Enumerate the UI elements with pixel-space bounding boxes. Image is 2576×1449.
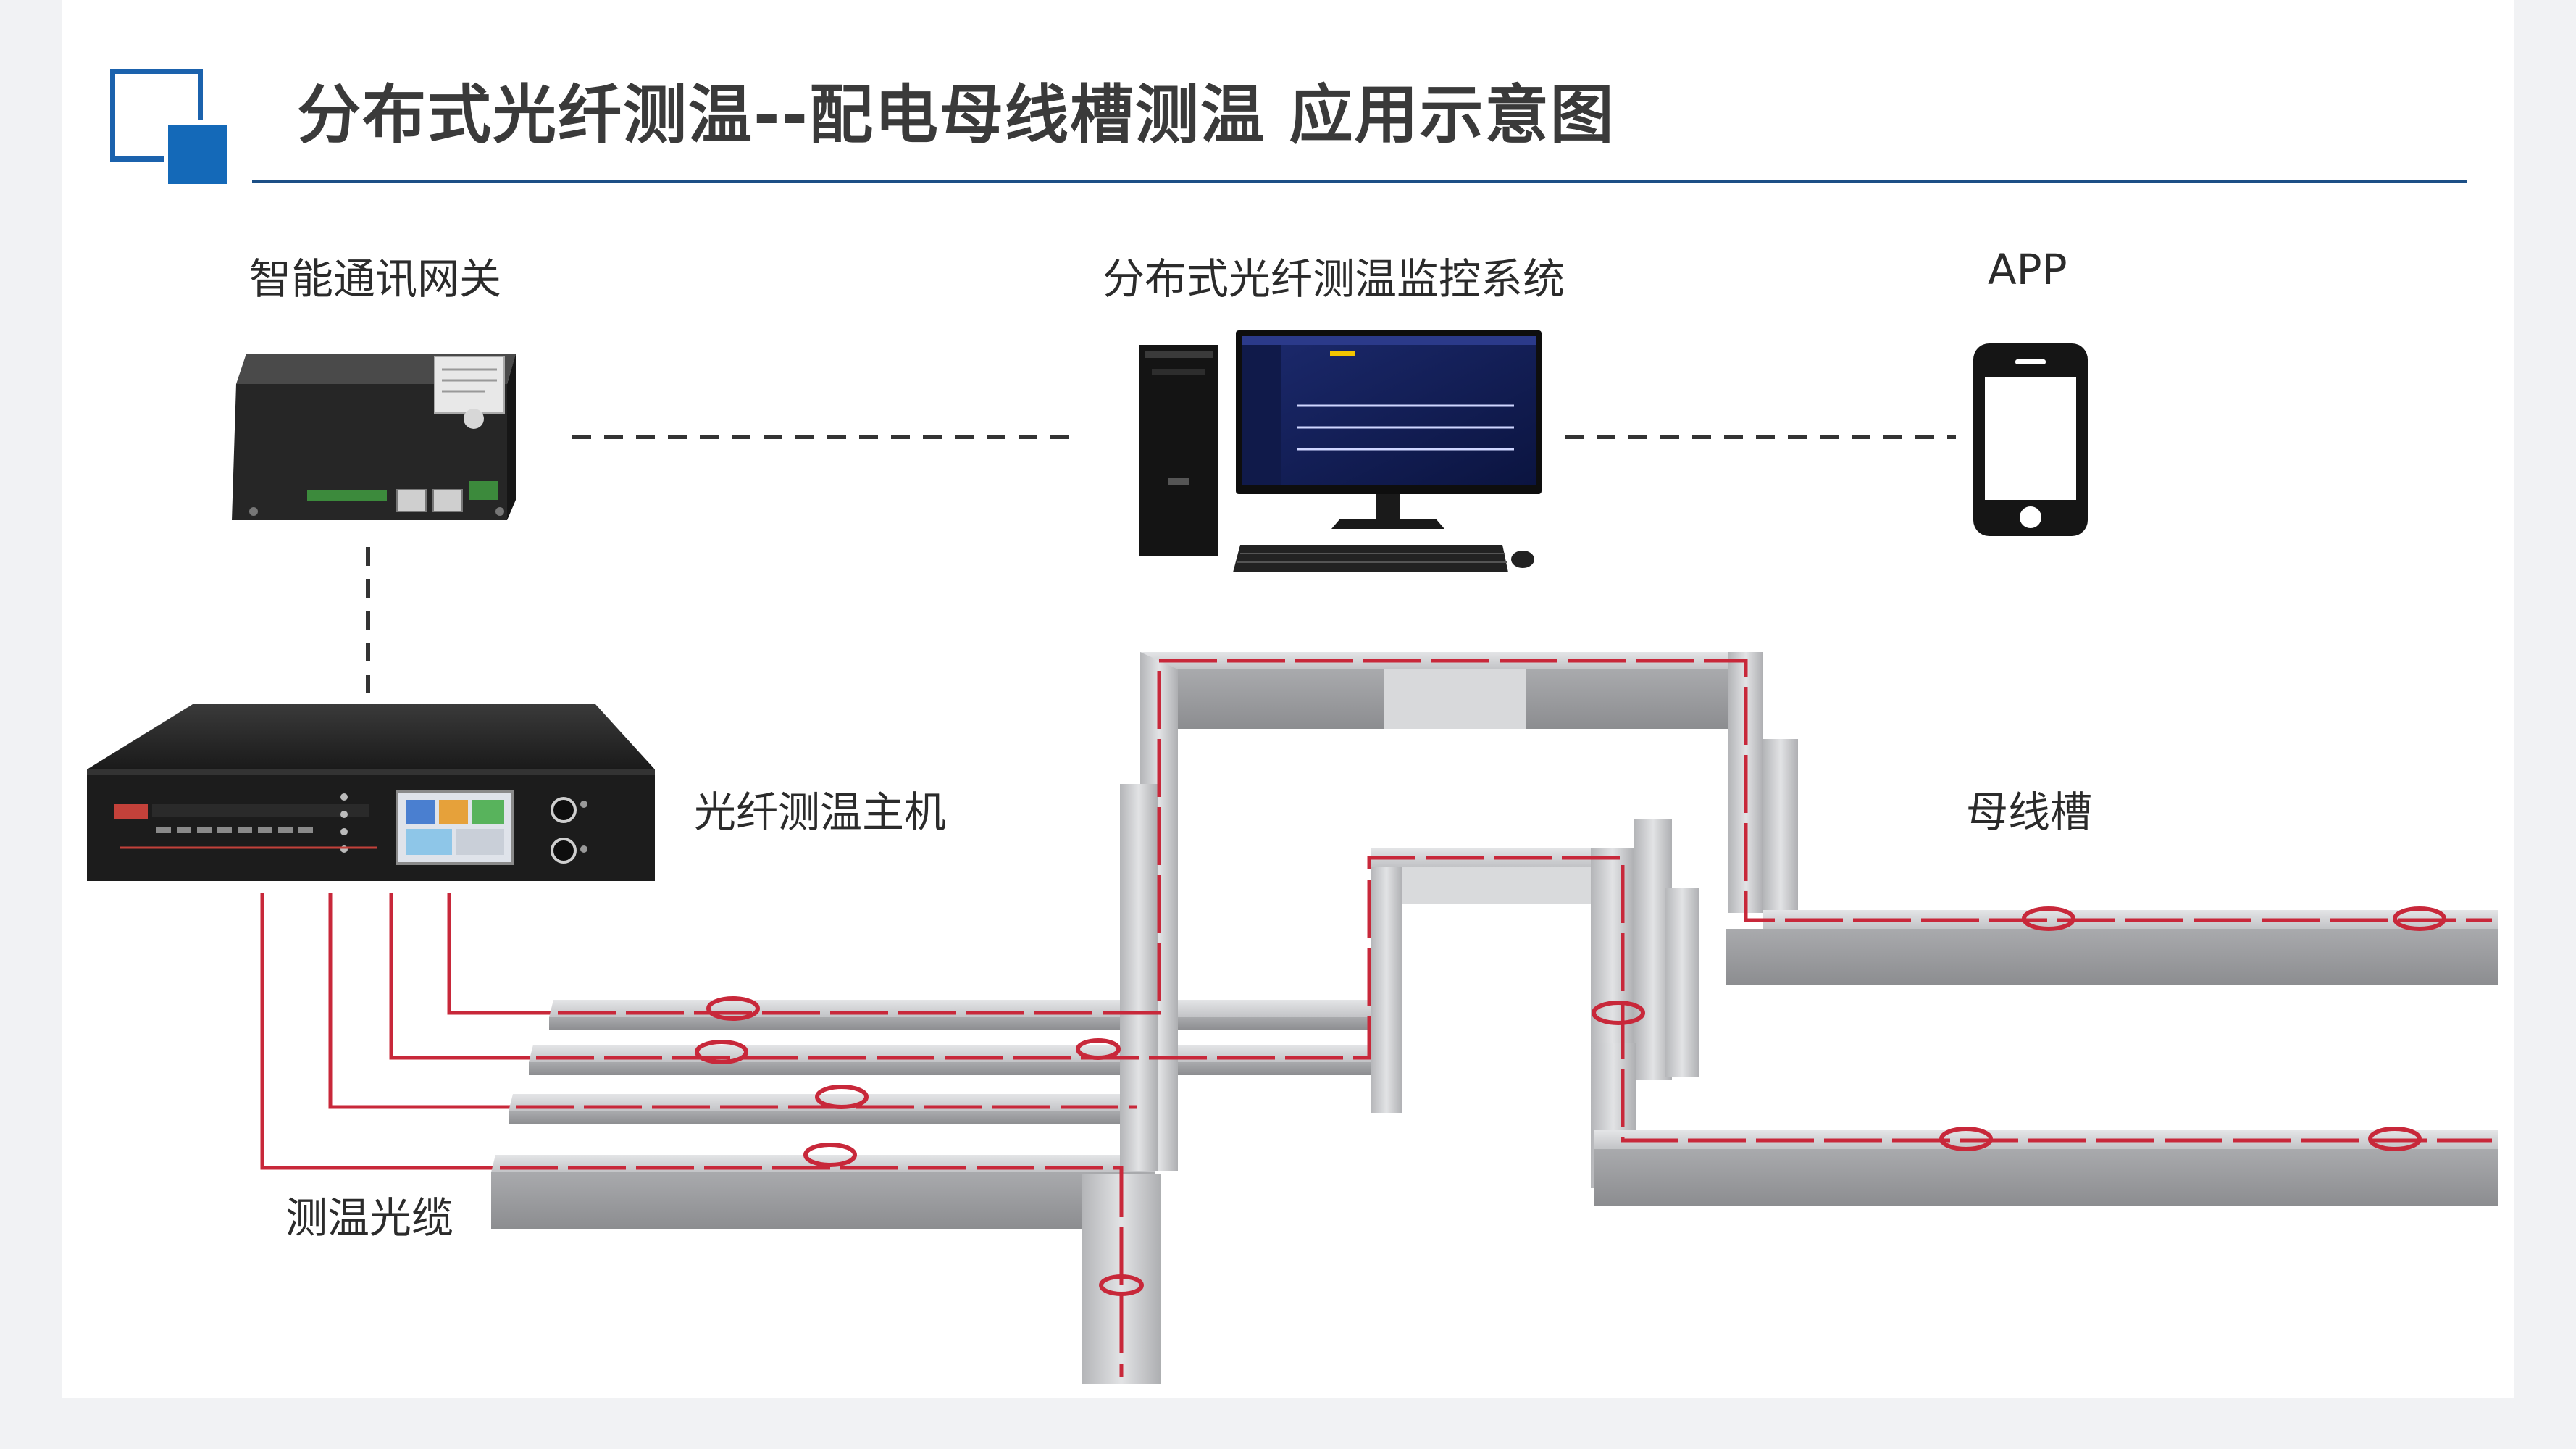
desktop-computer-icon [1139,330,1542,572]
busway-left-rails [491,1000,1384,1229]
label-monitor-system: 分布式光纤测温监控系统 [1103,254,1565,304]
busway-joint-markers [695,906,2446,1296]
rack-host-icon [87,704,655,881]
label-busway: 母线槽 [1966,788,2093,837]
logo-filled-square [164,120,227,184]
label-gateway: 智能通讯网关 [249,254,502,304]
label-sensing-cable: 测温光缆 [285,1193,454,1243]
busway-structure [491,652,2498,1384]
gateway-device-icon [232,354,516,520]
title-underline [252,180,2467,183]
fiber-cables [260,893,558,1170]
smartphone-icon [1973,343,2088,536]
label-app: APP [1988,245,2067,294]
label-host: 光纤测温主机 [694,788,947,837]
page-title: 分布式光纤测温--配电母线槽测温 应用示意图 [297,78,1615,152]
